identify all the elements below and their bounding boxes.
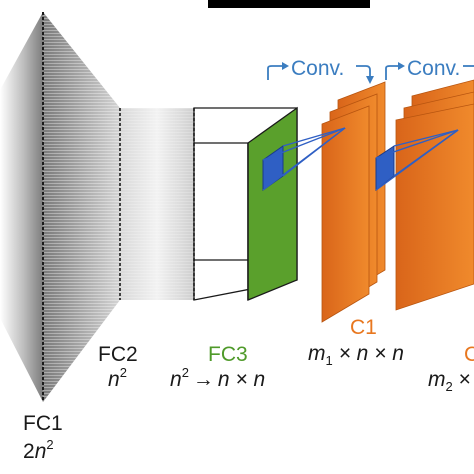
conv-arrow-1 <box>267 62 374 84</box>
fc1-label: FC1 <box>23 412 63 435</box>
top-bar <box>208 0 370 8</box>
conv-label-2: Conv. <box>407 57 460 80</box>
fc2-size: n2 <box>108 365 127 391</box>
c2-feature-maps <box>395 79 474 311</box>
fc3-size: n2→n × n <box>170 365 265 391</box>
conv-arrow-2 <box>385 62 474 80</box>
kernel-2 <box>375 129 459 192</box>
c1-size: m1 × n × n <box>308 342 404 368</box>
kernel-1 <box>262 127 346 191</box>
c1-label: C1 <box>350 316 377 339</box>
conv-label-1: Conv. <box>291 57 344 80</box>
c2-label: C <box>464 343 474 366</box>
c2-size: m2 × <box>428 368 471 394</box>
fc2-label: FC2 <box>98 343 138 366</box>
fc1-size: 2n2 <box>23 437 54 463</box>
fc1-to-fc2-connections <box>0 12 120 402</box>
fc3-label: FC3 <box>208 343 248 366</box>
c1-feature-maps <box>321 81 386 323</box>
fc2-to-fc3-connections <box>120 108 194 300</box>
fc3-slab <box>247 106 298 301</box>
